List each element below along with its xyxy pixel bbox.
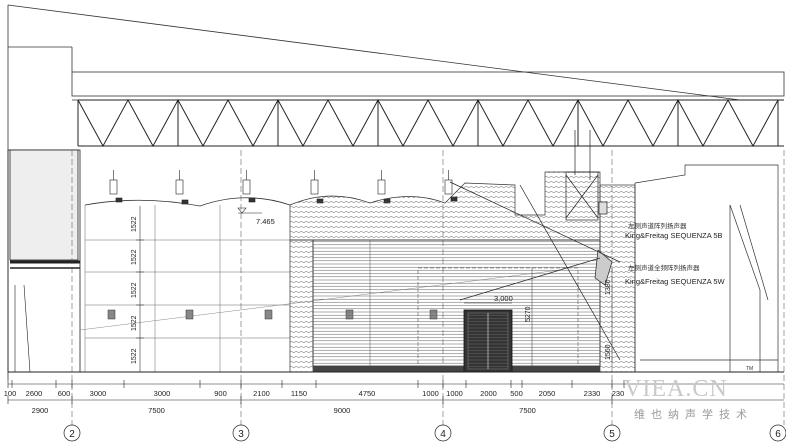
dimension-row-1: 100 2600 600 3000 3000 900 2100 1150 4750 1000 100… — [4, 389, 625, 398]
axis-bubble-6 — [769, 424, 786, 442]
left-column — [7, 149, 81, 373]
dimension-row-2: 2900 7500 9000 7500 — [32, 406, 536, 415]
axis-label-6: 6 — [775, 429, 781, 440]
dimension-chains — [7, 371, 784, 404]
dim-row1-value: 3000 — [90, 389, 107, 398]
speaker-label-2: King&Freitag SEQUENZA 5W — [625, 277, 726, 286]
speaker-note-2: 左侧声道全频阵列扬声器 — [628, 263, 700, 272]
dim-row1-value: 4750 — [359, 389, 376, 398]
dim-row1-value: 2100 — [253, 389, 270, 398]
stage-door — [463, 309, 513, 373]
axis-bubble-3 — [232, 424, 250, 442]
axis-lines — [71, 150, 785, 425]
right-dim-1: 1380 — [605, 279, 612, 295]
axis-label-2: 2 — [69, 429, 75, 440]
right-dim-2: 1560 — [605, 344, 612, 360]
acoustic-wave-wall — [289, 171, 636, 373]
left-height-dimensions — [136, 206, 144, 372]
stage-wall — [312, 239, 601, 372]
watermark-subtitle: 维也纳声学技术 — [634, 407, 753, 421]
axis-bubbles — [63, 424, 786, 442]
door-dimension — [464, 268, 533, 366]
dim-row1-value: 1000 — [422, 389, 439, 398]
dim-row1-value: 100 — [4, 389, 17, 398]
dim-row1-value: 3000 — [154, 389, 171, 398]
height-dim-2: 1522 — [131, 249, 138, 265]
dim-row1-value: 1000 — [446, 389, 463, 398]
dim-row1-value: 500 — [510, 389, 523, 398]
level-marker — [237, 207, 262, 214]
dim-row1-value: 2600 — [26, 389, 43, 398]
axis-label-5: 5 — [609, 429, 615, 440]
axis-bubble-4 — [434, 424, 452, 442]
dim-row2-value: 7500 — [519, 406, 536, 415]
watermark-logo: VIEA.CN — [624, 376, 728, 402]
dim-row1-value: 1150 — [291, 389, 307, 398]
dim-row1-value: 900 — [214, 389, 227, 398]
dim-row2-value: 7500 — [148, 406, 165, 415]
speaker-array — [449, 130, 621, 361]
level-mark-label: 7.465 — [256, 217, 275, 226]
axis-label-4: 4 — [440, 429, 446, 440]
speaker-note-1: 左侧声道阵列扬声器 — [628, 221, 687, 230]
dim-row1-value: 600 — [58, 389, 71, 398]
height-dim-5: 1522 — [131, 348, 138, 364]
dim-row2-value: 2900 — [32, 406, 49, 415]
dim-row1-value: 2000 — [480, 389, 497, 398]
right-structure — [634, 164, 779, 372]
door-height-label: 5270 — [525, 306, 532, 322]
dim-row2-value: 9000 — [334, 406, 351, 415]
dim-row1-value: 2050 — [539, 389, 556, 398]
dim-row1-value: 230 — [612, 389, 625, 398]
roof-truss — [77, 98, 784, 148]
speaker-label-1: King&Freitag SEQUENZA 5B — [625, 231, 723, 240]
height-dim-3: 1522 — [131, 282, 138, 298]
height-dim-4: 1522 — [131, 315, 138, 331]
axis-label-3: 3 — [238, 429, 244, 440]
watermark-tm: TM — [746, 366, 753, 372]
axis-bubble-5 — [603, 424, 621, 442]
door-width-label: 3,000 — [494, 294, 513, 303]
axis-bubble-2 — [63, 424, 81, 442]
height-dim-1: 1522 — [131, 216, 138, 232]
dim-row1-value: 2330 — [584, 389, 601, 398]
